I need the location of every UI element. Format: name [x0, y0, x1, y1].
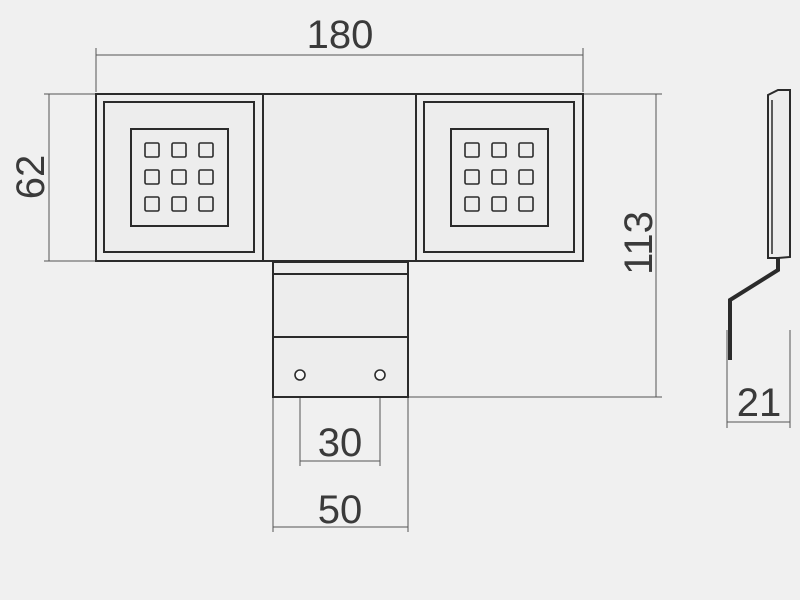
left-led-chip [144, 169, 160, 185]
right-led-chip [518, 196, 534, 212]
bracket-body [272, 261, 409, 398]
right-led-chip [491, 169, 507, 185]
mounting-bracket [272, 261, 409, 398]
right-led-chip [518, 169, 534, 185]
hole-spacing-label: 30 [318, 421, 363, 465]
side-view-bracket [728, 258, 780, 360]
mounting-hole-right [374, 369, 386, 381]
mounting-hole-left [294, 369, 306, 381]
left-led-chip [198, 169, 214, 185]
left-led-grid [144, 142, 214, 212]
left-led-chip [144, 142, 160, 158]
right-led-chip [491, 196, 507, 212]
total-height-label: 113 [617, 211, 661, 275]
right-lamp-module [423, 101, 575, 253]
left-led-chip [171, 196, 187, 212]
side-view [728, 89, 791, 360]
bracket-width-label: 50 [318, 488, 363, 532]
right-led-chip [491, 142, 507, 158]
left-led-chip [171, 169, 187, 185]
left-led-panel [130, 128, 229, 227]
left-led-chip [144, 196, 160, 212]
total-width-label: 180 [307, 13, 374, 57]
lamp-head [95, 93, 584, 262]
left-led-chip [198, 142, 214, 158]
right-led-grid [464, 142, 534, 212]
depth-label: 21 [737, 381, 782, 425]
left-lamp-module [103, 101, 255, 253]
right-led-panel [450, 128, 549, 227]
right-led-chip [518, 142, 534, 158]
right-led-chip [464, 196, 480, 212]
left-led-chip [171, 142, 187, 158]
left-led-chip [198, 196, 214, 212]
right-led-chip [464, 142, 480, 158]
head-height-label: 62 [9, 155, 53, 200]
side-view-head [767, 89, 791, 259]
right-led-chip [464, 169, 480, 185]
